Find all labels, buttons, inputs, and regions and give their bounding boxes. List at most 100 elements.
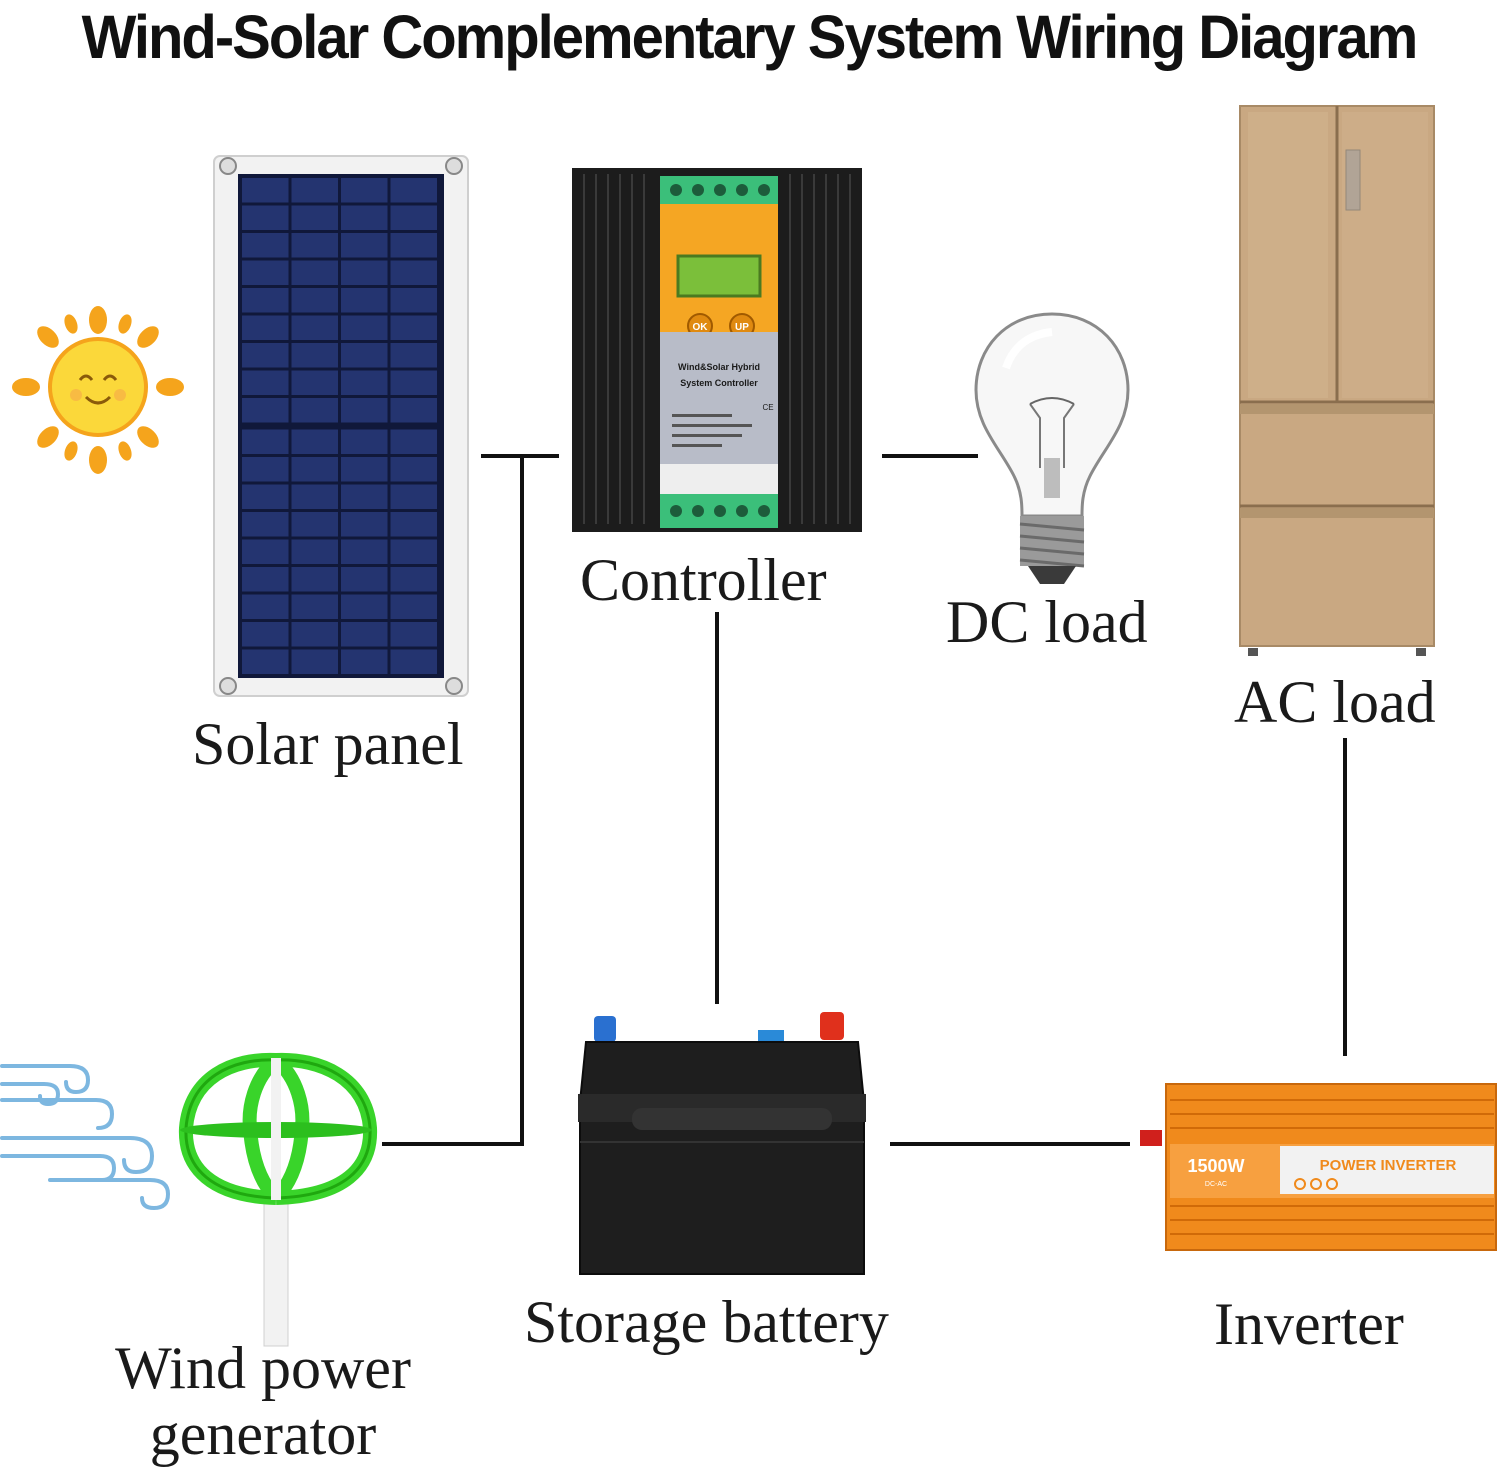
solar-cell <box>291 233 338 258</box>
controller-ce-mark: CE <box>762 403 773 412</box>
controller-name-line1: Wind&Solar Hybrid <box>678 362 760 372</box>
wind-turbine-image <box>178 1052 378 1347</box>
solar-cell <box>341 622 388 647</box>
solar-cell <box>341 429 388 454</box>
label-ac-load: AC load <box>1234 669 1436 735</box>
solar-cell <box>390 178 437 203</box>
solar-cell <box>341 484 388 509</box>
solar-cell <box>341 512 388 537</box>
solar-cell <box>291 343 338 368</box>
solar-cell <box>291 205 338 230</box>
solar-cell <box>242 457 289 482</box>
solar-cell <box>291 567 338 592</box>
wire-battery-to-inverter <box>890 1142 1130 1146</box>
solar-cell <box>242 260 289 285</box>
label-wind-power-generator-line2: generator <box>149 1401 377 1467</box>
solar-cell <box>341 343 388 368</box>
solar-cell <box>390 398 437 423</box>
wire-junction-vertical <box>520 454 524 1146</box>
solar-cell <box>242 429 289 454</box>
solar-cell <box>291 512 338 537</box>
controller-name-line2: System Controller <box>680 378 758 388</box>
solar-cell <box>242 594 289 619</box>
controller-image: OK UP Wind&Solar Hybrid System Controlle… <box>572 168 862 532</box>
solar-cell <box>242 343 289 368</box>
solar-cell <box>390 370 437 395</box>
solar-cell <box>390 429 437 454</box>
diagram-title: Wind-Solar Complementary System Wiring D… <box>81 3 1419 72</box>
solar-cell <box>242 567 289 592</box>
label-wind-power-generator-line1: Wind power <box>115 1335 411 1401</box>
solar-cell <box>242 315 289 340</box>
wire-controller-to-battery <box>715 612 719 1004</box>
solar-cell <box>291 178 338 203</box>
solar-cell <box>390 233 437 258</box>
solar-cell <box>291 429 338 454</box>
solar-cell <box>242 484 289 509</box>
solar-cell <box>390 260 437 285</box>
controller-up-button: UP <box>735 322 749 333</box>
inverter-image: 1500W DC-AC POWER INVERTER <box>1140 1083 1497 1251</box>
solar-cell <box>341 539 388 564</box>
solar-cell <box>242 288 289 313</box>
solar-cell <box>390 315 437 340</box>
solar-cell <box>242 233 289 258</box>
solar-cell <box>291 260 338 285</box>
solar-cell <box>390 649 437 674</box>
battery-image <box>578 1012 866 1275</box>
solar-cell <box>242 622 289 647</box>
solar-cell <box>291 288 338 313</box>
solar-cell <box>390 622 437 647</box>
solar-cell <box>341 315 388 340</box>
inverter-power-label: 1500W <box>1187 1156 1244 1176</box>
label-solar-panel: Solar panel <box>192 711 464 777</box>
solar-cell <box>242 512 289 537</box>
solar-cell <box>291 315 338 340</box>
solar-cell <box>242 539 289 564</box>
solar-cell <box>390 343 437 368</box>
controller-ok-button: OK <box>693 322 709 333</box>
solar-cell <box>341 594 388 619</box>
solar-cell <box>341 370 388 395</box>
solar-cell <box>341 649 388 674</box>
solar-cell <box>341 398 388 423</box>
solar-cell <box>390 594 437 619</box>
solar-cell <box>341 233 388 258</box>
solar-cell <box>291 622 338 647</box>
inverter-name-label: POWER INVERTER <box>1320 1157 1457 1174</box>
refrigerator-image <box>1239 105 1435 656</box>
solar-cell <box>390 288 437 313</box>
wire-wind-to-junction <box>382 1142 524 1146</box>
solar-panel-image <box>213 155 469 697</box>
solar-cell <box>390 484 437 509</box>
label-dc-load: DC load <box>946 589 1148 655</box>
solar-cell <box>291 398 338 423</box>
solar-cell <box>242 370 289 395</box>
solar-cell <box>390 539 437 564</box>
solar-cell <box>390 567 437 592</box>
sun-icon <box>12 306 184 474</box>
solar-cell <box>291 594 338 619</box>
solar-cell <box>291 484 338 509</box>
solar-cell <box>291 649 338 674</box>
inverter-sub-label: DC-AC <box>1205 1181 1227 1188</box>
solar-cell <box>390 457 437 482</box>
wire-controller-to-dc-load <box>882 454 978 458</box>
solar-cell <box>242 178 289 203</box>
solar-cell <box>242 649 289 674</box>
wire-inverter-to-ac-load <box>1343 738 1347 1056</box>
label-storage-battery: Storage battery <box>524 1289 889 1355</box>
solar-cell <box>341 288 388 313</box>
solar-cell <box>291 457 338 482</box>
solar-cell <box>341 457 388 482</box>
solar-cell <box>291 539 338 564</box>
solar-cell <box>390 512 437 537</box>
label-inverter: Inverter <box>1214 1291 1404 1357</box>
solar-cell <box>242 205 289 230</box>
solar-cell <box>341 260 388 285</box>
solar-cell <box>341 178 388 203</box>
solar-cell <box>390 205 437 230</box>
light-bulb-image <box>974 312 1130 584</box>
solar-cell <box>341 567 388 592</box>
